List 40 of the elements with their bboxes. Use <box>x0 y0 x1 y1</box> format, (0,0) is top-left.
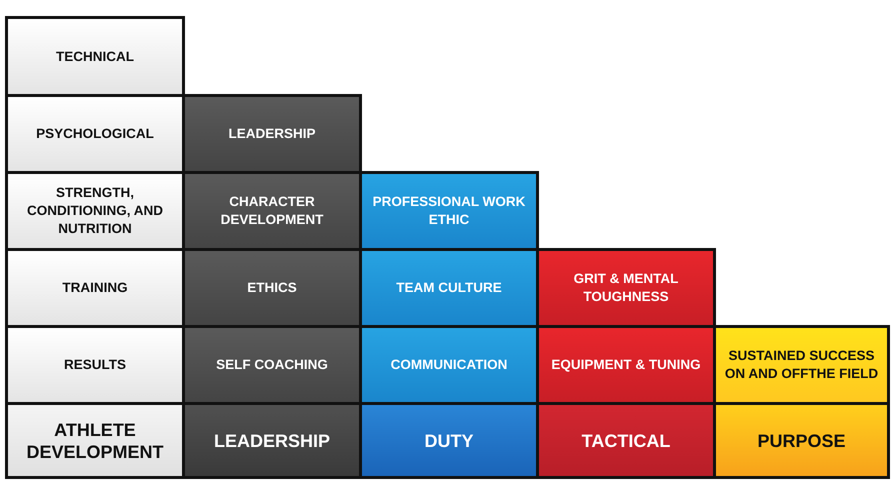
skill-cell <box>182 248 362 328</box>
skill-cell <box>5 248 185 328</box>
skill-cell <box>359 325 539 405</box>
category-cell <box>182 402 362 479</box>
cell-label: TECHNICAL <box>56 48 134 66</box>
cell-label: TEAM CULTURE <box>396 279 502 297</box>
category-cell <box>536 402 716 479</box>
cell-label: PROFESSIONAL WORK ETHIC <box>372 193 526 229</box>
skill-cell <box>536 325 716 405</box>
skill-cell <box>5 94 185 174</box>
cell-label: ETHICS <box>247 279 297 297</box>
cell-label: GRIT & MENTAL TOUGHNESS <box>572 270 680 306</box>
cell-label: STRENGTH, CONDITIONING, AND NUTRITION <box>26 184 164 238</box>
skill-cell <box>182 325 362 405</box>
category-label: TACTICAL <box>582 430 670 452</box>
skill-cell <box>182 94 362 174</box>
skill-cell <box>536 248 716 328</box>
skill-cell <box>5 325 185 405</box>
cell-label: EQUIPMENT & TUNING <box>551 356 701 374</box>
category-cell <box>713 402 890 479</box>
cell-label: CHARACTER DEVELOPMENT <box>220 193 324 229</box>
category-cell <box>5 402 185 479</box>
cell-label: SUSTAINED SUCCESS ON AND OFFTHE FIELD <box>724 347 879 383</box>
cell-label: TRAINING <box>62 279 128 297</box>
cell-label: RESULTS <box>64 356 126 374</box>
skill-cell <box>5 171 185 251</box>
category-label: PURPOSE <box>757 430 846 452</box>
skill-cell <box>713 325 890 405</box>
cell-label: LEADERSHIP <box>228 125 316 143</box>
skill-cell <box>182 171 362 251</box>
category-label: ATHLETE DEVELOPMENT <box>25 418 164 462</box>
cell-label: SELF COACHING <box>216 356 328 374</box>
category-label: DUTY <box>424 430 474 452</box>
skill-cell <box>359 171 539 251</box>
skill-cell <box>5 16 185 97</box>
category-label: LEADERSHIP <box>214 430 330 452</box>
cell-label: PSYCHOLOGICAL <box>36 125 154 143</box>
category-cell <box>359 402 539 479</box>
cell-label: COMMUNICATION <box>390 356 508 374</box>
skill-cell <box>359 248 539 328</box>
